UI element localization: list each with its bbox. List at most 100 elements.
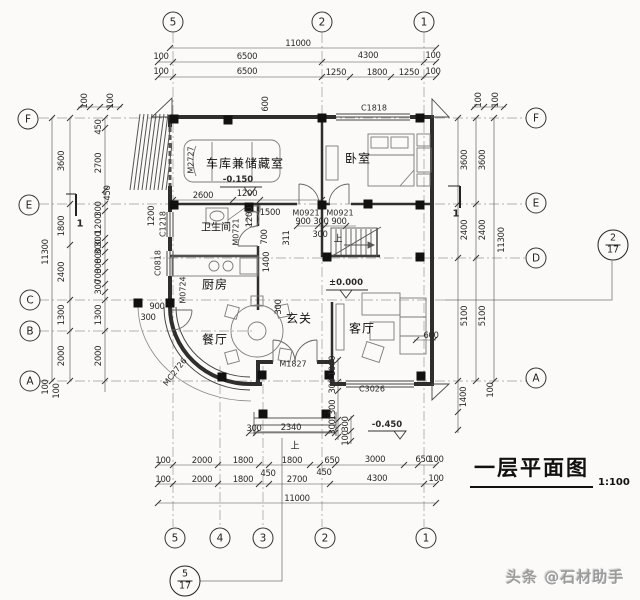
dim-label: 1300 (94, 304, 104, 326)
dim-label: 1000 (328, 355, 338, 377)
dim-label: 650 (324, 456, 340, 466)
dim-label: 6500 (236, 67, 258, 77)
dim-label: 450 (94, 119, 104, 135)
grid-bubble-2: 2 (314, 527, 336, 549)
dim-label: 3000 (364, 455, 386, 465)
dim-label: 600 (261, 96, 271, 112)
dim-label: 1800 (57, 215, 67, 237)
dim-label: 1300 (328, 399, 338, 421)
dim-label: 300 (313, 217, 329, 227)
dim-label: 300 (94, 279, 104, 295)
columns (133, 113, 426, 419)
grid-bubble-1: 1 (413, 11, 435, 33)
door-window-code: C0818 (153, 250, 163, 276)
dim-label: 2400 (57, 261, 67, 283)
dim-label: 100 (425, 67, 441, 77)
dim-label: 1200 (245, 206, 255, 228)
dim-label: 1800 (232, 456, 254, 466)
dim-label: 300 (274, 299, 284, 315)
dim-label: 2000 (191, 475, 213, 485)
dim-label: 900 (295, 217, 311, 227)
room-label-garage-storage: 车库兼储藏室 (205, 156, 285, 171)
dim-label: 11300 (41, 239, 51, 265)
sofa (399, 297, 427, 355)
stair-up-note: 上 (333, 234, 343, 245)
dim-label: 2000 (94, 345, 104, 367)
dim-label: 2600 (192, 191, 214, 201)
dim-label: 1250 (398, 68, 420, 78)
level-mark: -0.150 (222, 175, 254, 185)
dim-label: 11000 (284, 494, 310, 504)
grid-bubble-5: 5 (162, 11, 184, 33)
dim-label: 5100 (478, 305, 488, 327)
car (183, 139, 281, 183)
dim-label: 450 (316, 468, 332, 478)
dim-label: 900 (149, 302, 165, 312)
detail-leaders (199, 261, 613, 582)
title-block: 一层平面图1:100 (470, 452, 630, 488)
dim-label: 2000 (191, 456, 213, 466)
apron-arc (137, 304, 252, 402)
door-window-code: C1218 (158, 211, 168, 237)
room-label-kitchen: 厨房 (201, 277, 229, 292)
dim-label: 100 (341, 430, 351, 446)
door-window-code: M0921 (326, 208, 354, 218)
grid-bubble-D: D (525, 247, 547, 269)
door-window-code: MC2726 (161, 356, 189, 388)
room-label-bathroom: 卫生间 (201, 222, 231, 234)
dim-label: 300 (312, 230, 328, 240)
dim-label: 450 (103, 185, 113, 201)
drawing-scale: 1:100 (598, 477, 630, 488)
dim-label: 100 (106, 93, 116, 109)
dim-label: 100 (428, 474, 444, 484)
door-window-code: C1818 (361, 103, 387, 113)
staircase (326, 226, 382, 260)
dim-label: 700 (260, 229, 270, 245)
dim-label: 100 (474, 92, 484, 108)
dim-label: 100 (428, 455, 444, 465)
dim-label: 100 (425, 51, 441, 61)
dim-label: 100 (155, 456, 171, 466)
kitchen-counter (171, 255, 259, 277)
dim-label: 100 (486, 382, 496, 398)
section-marks (66, 185, 461, 216)
room-label-bedroom: 卧室 (344, 151, 372, 166)
dim-label: 650 (415, 455, 431, 465)
dim-label: 11300 (497, 227, 507, 253)
grid-bubble-4: 4 (209, 527, 231, 549)
stair-up-note: 上 (290, 441, 300, 452)
dim-label: 2400 (478, 219, 488, 241)
dim-label: 100 (80, 93, 90, 109)
dim-label: 11000 (285, 39, 311, 49)
grid-bubble-C: C (19, 289, 41, 311)
dim-label: 100 (52, 383, 62, 399)
grid-bubble-1: 1 (415, 527, 437, 549)
grid-bubble-5: 5 (164, 527, 186, 549)
dim-label: 4300 (357, 51, 379, 61)
grid-bubble-F: F (17, 108, 39, 130)
room-label-dining: 餐厅 (201, 332, 229, 347)
level-symbols (220, 186, 407, 440)
dim-label: 300 (140, 313, 156, 323)
dim-label: 1200 (236, 189, 258, 199)
dim-label: 1500 (259, 208, 281, 218)
door-window-code: M2727 (186, 146, 196, 174)
grid-bubble-3: 3 (252, 527, 274, 549)
grid-bubble-A: A (19, 370, 41, 392)
dim-label: 100 (155, 475, 171, 485)
coffee-table (369, 321, 395, 341)
dim-label: 600 (423, 331, 439, 341)
room-label-foyer: 玄关 (285, 311, 313, 326)
dim-label: 1250 (325, 68, 347, 78)
section-mark-1: 1 (76, 218, 84, 230)
dim-label: 2700 (286, 475, 308, 485)
dim-label: 1800 (281, 456, 303, 466)
dim-label: 300 (328, 419, 338, 435)
windows (163, 113, 414, 391)
grid-bubble-2: 2 (311, 11, 333, 33)
grid-bubble-E: E (525, 192, 547, 214)
